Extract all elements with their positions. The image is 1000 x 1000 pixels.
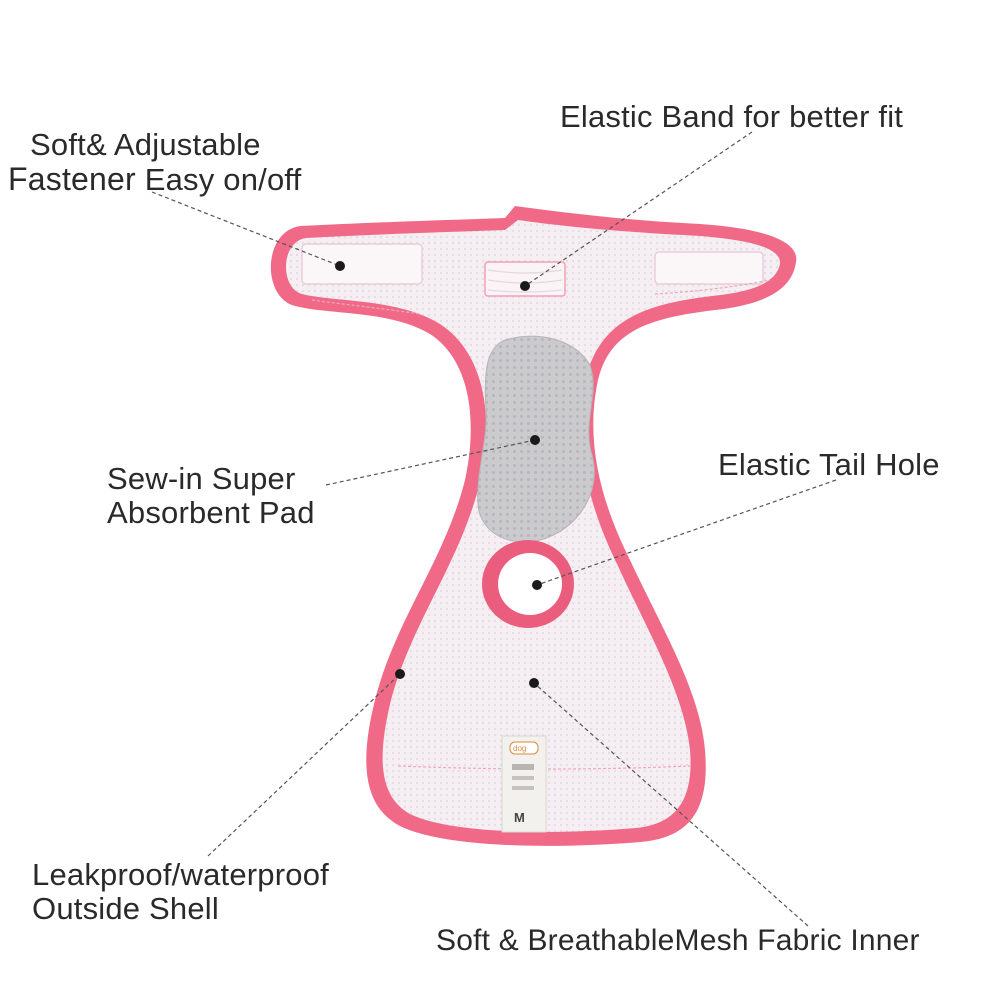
callout-absorbent-pad: Sew-in Super Absorbent Pad <box>107 462 315 530</box>
dot-pad <box>530 435 540 445</box>
callout-tail-hole: Elastic Tail Hole <box>718 448 940 482</box>
callout-outside-shell: Leakproof/waterproof Outside Shell <box>32 858 329 926</box>
callout-pad-line2: Absorbent Pad <box>107 495 315 530</box>
leader-line-fastener <box>151 191 341 267</box>
stitch-line <box>311 299 421 315</box>
callout-mesh-fabric: Soft & BreathableMesh Fabric Inner <box>436 924 920 957</box>
left-fastener-patch <box>301 243 423 285</box>
elastic-band <box>484 261 566 297</box>
callout-shell-line1: Leakproof/waterproof <box>32 857 329 892</box>
callout-pad-line1: Sew-in Super <box>107 461 296 496</box>
callout-elastic-band: Elastic Band for better fit <box>560 99 904 134</box>
callout-tail-hole-rest: Tail Hole <box>818 447 940 482</box>
tail-hole <box>482 540 574 628</box>
stitch-line <box>397 765 691 770</box>
dot-tail-hole <box>532 580 542 590</box>
leader-line-mesh <box>533 682 809 927</box>
stitch-line <box>654 279 771 295</box>
leader-line-pad <box>325 439 536 486</box>
leader-line-shell <box>207 673 401 857</box>
product-tag: dog M <box>501 735 547 833</box>
callout-shell-line2: Outside Shell <box>32 891 219 926</box>
svg-text:dog: dog <box>513 744 526 753</box>
right-fastener-patch <box>654 251 764 285</box>
callout-fastener-line1: Soft& Adjustable <box>30 127 261 162</box>
dot-shell <box>395 669 405 679</box>
callout-fastener-easy: Easy on/off <box>144 162 302 197</box>
leader-lines <box>151 131 837 927</box>
dot-fastener <box>335 261 345 271</box>
leader-line-tail-hole <box>536 479 837 586</box>
dot-elastic-band <box>520 281 530 291</box>
callout-fastener-word: Fastener <box>8 161 136 197</box>
tag-size-letter: M <box>514 810 525 825</box>
callout-tail-hole-word: Elastic <box>718 447 811 482</box>
dot-mesh <box>529 678 539 688</box>
anchor-dots <box>335 261 542 688</box>
callout-fastener: Soft& Adjustable Fastener Easy on/off <box>8 127 302 197</box>
leader-line-elastic-band <box>524 131 753 287</box>
